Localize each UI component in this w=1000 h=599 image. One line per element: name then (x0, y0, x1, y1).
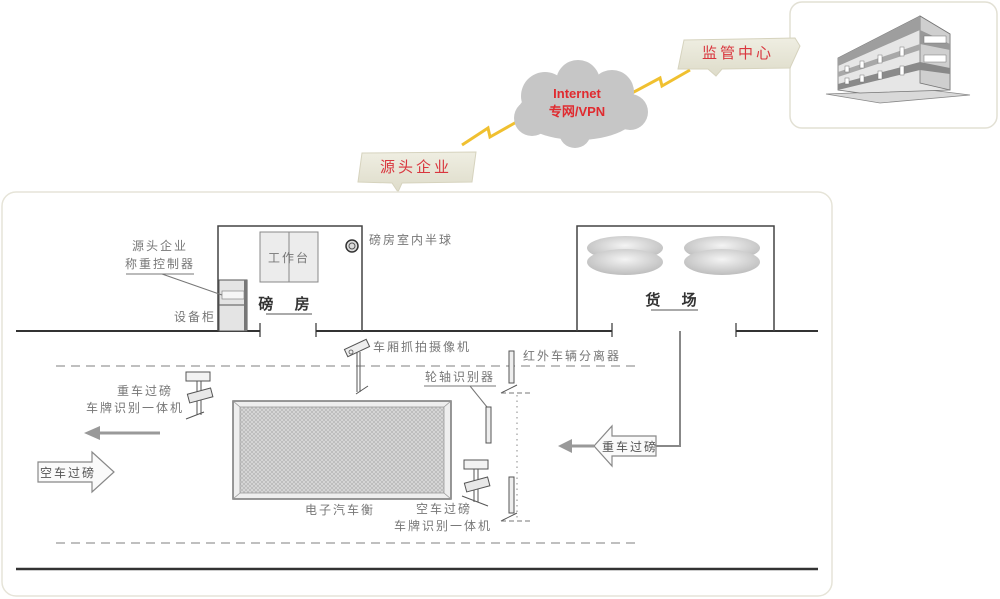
empty-vehicle-arrow: 空车过磅 (37, 450, 115, 494)
weigh-house: 工作台 磅 房 (217, 225, 363, 332)
cargo-yard: 货 场 (576, 225, 775, 331)
empty-arrow-label: 空车过磅 (40, 465, 96, 480)
cloud-label-vpn: 专网/VPN (549, 104, 605, 119)
supervision-center-panel (789, 1, 998, 129)
source-enterprise-label: 源头企业 (380, 158, 452, 176)
camera-icon (343, 338, 371, 358)
supervision-center-label: 监管中心 (702, 44, 774, 62)
heavy-arrow-label: 重车过磅 (602, 439, 658, 454)
heavy-vehicle-path (656, 331, 681, 447)
axle-detector-label: 轮轴识别器 (425, 369, 495, 384)
truck-scale (232, 400, 452, 500)
empty-lpr-camera (461, 459, 491, 507)
empty-lpr-label-line1: 空车过磅 (416, 501, 472, 516)
heavy-vehicle-arrow: 重车过磅 (593, 424, 658, 468)
supervision-center-callout: 监管中心 (677, 37, 801, 77)
exit-arrow-left (84, 426, 160, 440)
heavy-lpr-label-line2: 车牌识别一体机 (86, 400, 184, 415)
office-building-icon (825, 15, 971, 104)
empty-lpr-label-line2: 车牌识别一体机 (394, 518, 492, 533)
cargo-yard-label: 货 场 (645, 291, 704, 309)
equipment-cabinet (218, 279, 248, 332)
infrared-separator-label: 红外车辆分离器 (523, 348, 621, 363)
camera-icon (463, 476, 491, 493)
truck-scale-label: 电子汽车衡 (305, 502, 375, 517)
infrared-separator (500, 350, 532, 522)
controller-label-line2: 称重控制器 (125, 257, 195, 271)
cloud-label-internet: Internet (553, 86, 601, 101)
carriage-camera (343, 338, 371, 395)
exit-arrow-right (558, 439, 594, 453)
heavy-lpr-label-line1: 重车过磅 (117, 383, 173, 398)
controller-leader-line (161, 273, 223, 296)
lightning-link-left (461, 118, 521, 147)
lightning-link-right (631, 68, 691, 95)
weigh-house-label: 磅 房 (258, 295, 317, 313)
source-enterprise-callout: 源头企业 (357, 151, 477, 194)
axle-detector-icon (485, 406, 492, 444)
carriage-camera-label: 车厢抓拍摄像机 (373, 339, 471, 354)
heavy-lpr-camera (185, 371, 214, 420)
controller-label-line1: 源头企业 (132, 238, 188, 253)
enterprise-site-panel: 工作台 磅 房 磅房室内半球 源头企业 称重控制器 设备柜 (1, 191, 833, 597)
workbench-label: 工作台 (268, 250, 310, 265)
cabinet-label: 设备柜 (174, 310, 216, 324)
camera-icon (186, 387, 214, 404)
internet-cloud: Internet 专网/VPN (514, 60, 648, 148)
dome-camera-icon (345, 239, 359, 253)
dome-camera-label: 磅房室内半球 (369, 232, 453, 247)
